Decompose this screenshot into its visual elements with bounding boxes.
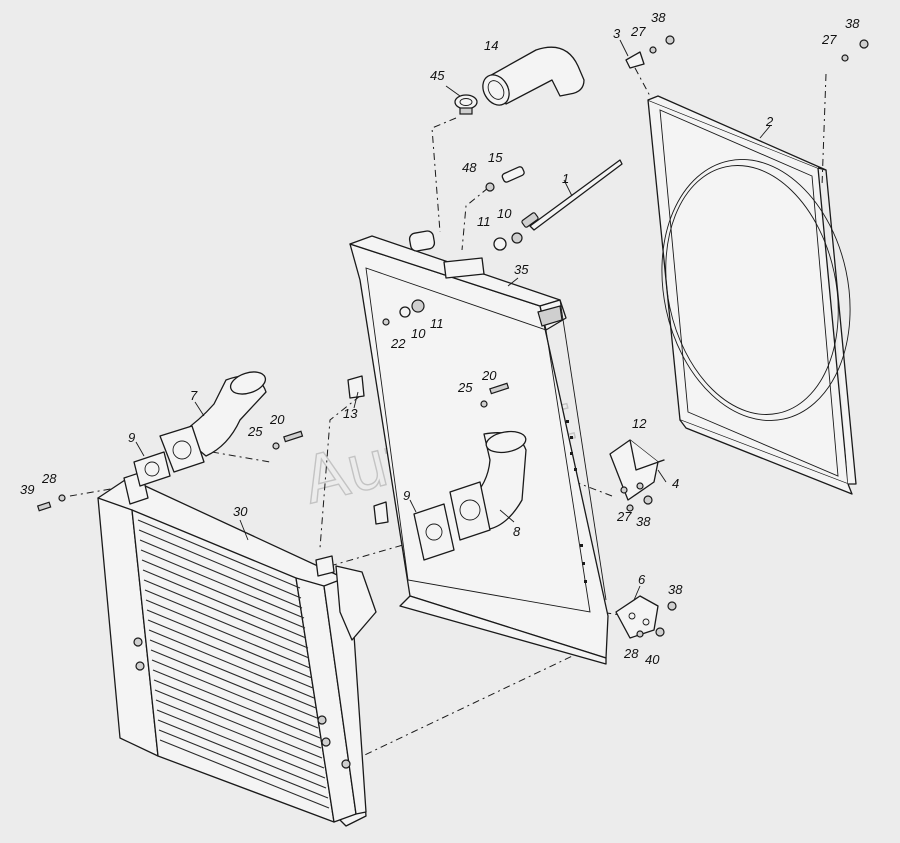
label-11-top: 11 <box>477 214 491 229</box>
label-11-frame: 11 <box>430 316 444 331</box>
bolt-39 <box>36 501 52 512</box>
part-labels: 1 2 3 4 6 7 8 9 9 10 10 11 11 12 13 14 1… <box>20 10 860 667</box>
hose-clamp <box>454 94 478 115</box>
gasket-9-left <box>133 451 171 487</box>
bracket-3 <box>625 51 645 69</box>
label-39: 39 <box>20 482 34 497</box>
label-38-plate: 38 <box>668 582 683 597</box>
label-40: 40 <box>645 652 660 667</box>
bolt-20b <box>489 382 510 395</box>
washer-27b <box>841 54 849 62</box>
hose-8 <box>449 430 527 541</box>
label-20-right: 20 <box>481 368 497 383</box>
label-7: 7 <box>190 388 198 403</box>
nut-38a <box>665 35 675 45</box>
label-25-left: 25 <box>247 424 263 439</box>
label-27-bracket: 27 <box>616 509 632 524</box>
upper-hose <box>482 46 585 106</box>
label-38-top: 38 <box>651 10 666 25</box>
tube-1 <box>521 159 623 231</box>
fan-shroud <box>647 95 857 495</box>
washer-28a <box>58 494 66 502</box>
label-48: 48 <box>462 160 477 175</box>
washer-28b <box>636 630 644 638</box>
label-14: 14 <box>484 38 498 53</box>
label-38-bracket: 38 <box>636 514 651 529</box>
washer-25a <box>272 442 280 450</box>
bracket-12 <box>609 439 665 501</box>
label-12: 12 <box>632 416 647 431</box>
intercooler-fins <box>137 519 330 809</box>
hose-15 <box>501 166 525 183</box>
washer-27a <box>649 46 657 54</box>
label-3: 3 <box>613 26 621 41</box>
label-2: 2 <box>765 114 774 129</box>
label-10-top: 10 <box>497 206 512 221</box>
label-28-plate: 28 <box>623 646 639 661</box>
nut-38b <box>859 39 869 49</box>
label-10-frame: 10 <box>411 326 426 341</box>
radiator-frame <box>347 230 609 665</box>
label-20-left: 20 <box>269 412 285 427</box>
label-45: 45 <box>430 68 445 83</box>
label-15: 15 <box>488 150 503 165</box>
gasket-9-right <box>413 503 455 561</box>
label-1: 1 <box>562 171 569 186</box>
label-6: 6 <box>638 572 646 587</box>
nut-38d <box>667 601 677 611</box>
intercooler <box>97 471 377 827</box>
label-8: 8 <box>513 524 521 539</box>
label-13: 13 <box>343 406 358 421</box>
hose-7 <box>159 371 267 473</box>
label-28-left: 28 <box>41 471 57 486</box>
plate-6 <box>615 595 659 639</box>
label-35: 35 <box>514 262 529 277</box>
screw-48 <box>485 182 495 192</box>
grommet-11-top <box>493 237 507 251</box>
label-4: 4 <box>672 476 679 491</box>
bolt-20a <box>283 430 304 443</box>
washer-27c <box>626 504 634 512</box>
nut-38c <box>643 495 653 505</box>
label-30: 30 <box>233 504 248 519</box>
label-9-right: 9 <box>403 488 410 503</box>
nut-40 <box>655 627 665 637</box>
label-22: 22 <box>390 336 406 351</box>
label-38-right: 38 <box>845 16 860 31</box>
label-25-right: 25 <box>457 380 473 395</box>
label-9-left: 9 <box>128 430 135 445</box>
washer-25b <box>480 400 488 408</box>
grommet-10-top <box>511 232 523 244</box>
leader-lines <box>135 39 771 601</box>
label-27-right: 27 <box>821 32 837 47</box>
label-27-top: 27 <box>630 24 646 39</box>
